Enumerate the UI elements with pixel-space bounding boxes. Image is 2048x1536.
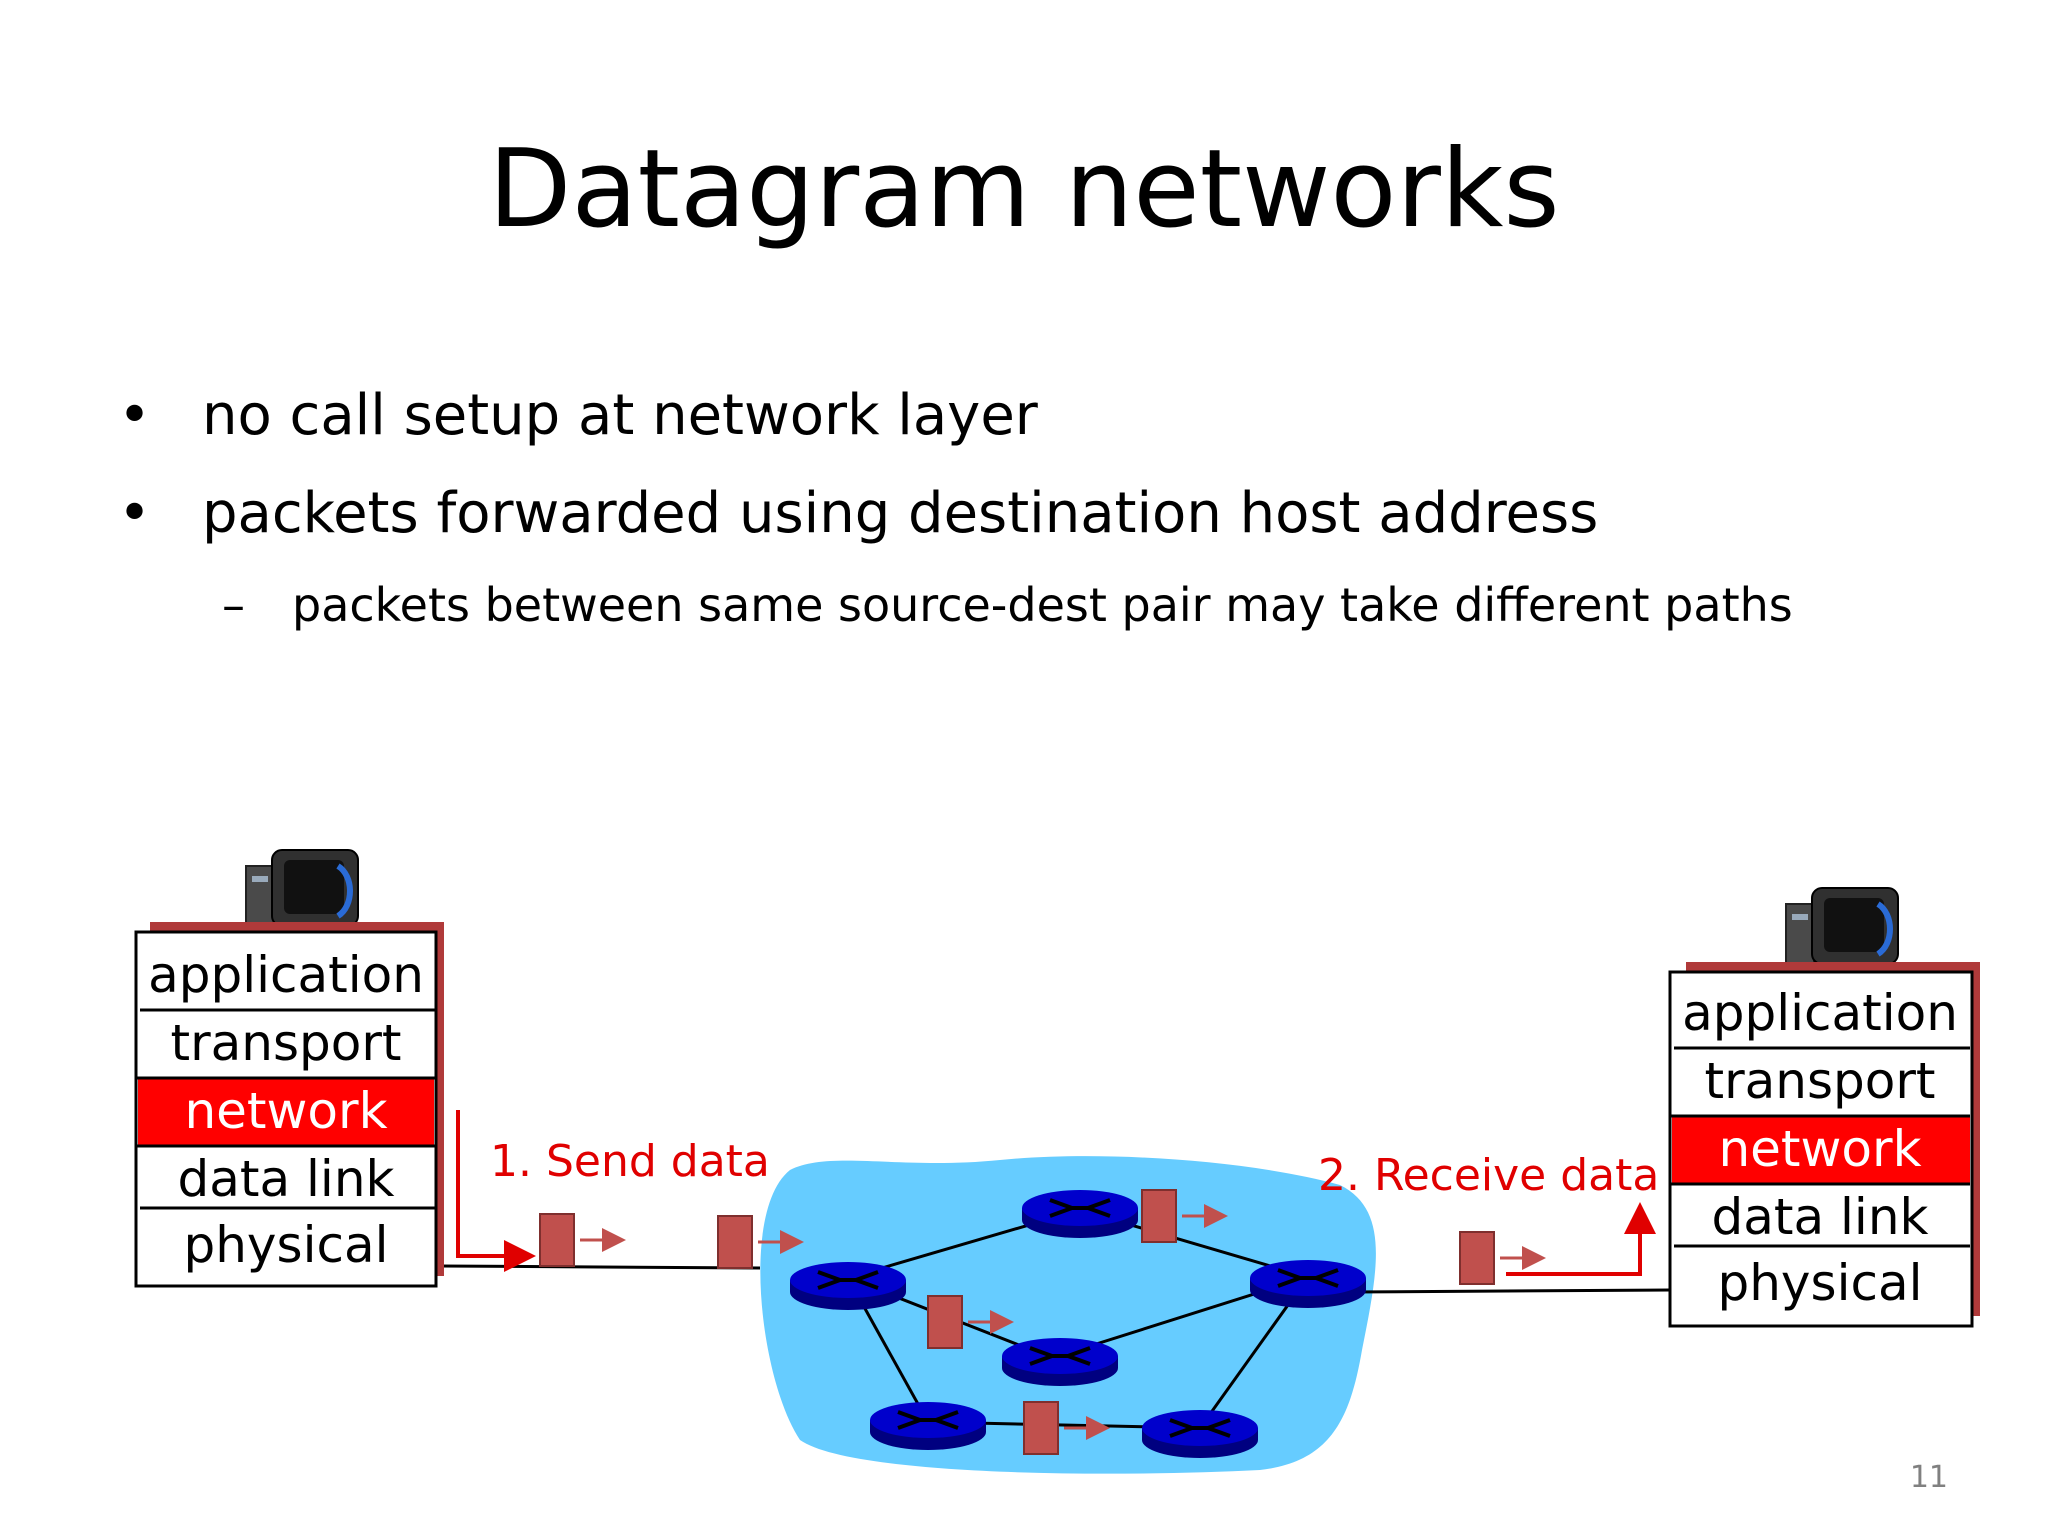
- packet: [539, 1210, 626, 1267]
- right-layer-data-link: data link: [1712, 1188, 1929, 1246]
- bullet-text: packets forwarded using destination host…: [202, 481, 1599, 546]
- bullet-mark: •: [118, 383, 152, 448]
- router: [1142, 1410, 1258, 1458]
- bullet-item: • no call setup at network layer: [118, 380, 1038, 452]
- packet: [1141, 1189, 1228, 1243]
- packet: [1459, 1231, 1546, 1285]
- left-layer-data-link: data link: [178, 1150, 395, 1208]
- right-layer-transport: transport: [1704, 1052, 1935, 1110]
- router: [1250, 1260, 1366, 1308]
- right-layer-physical: physical: [1718, 1254, 1923, 1312]
- right-layer-application: application: [1682, 984, 1958, 1042]
- network-layer-highlight: [138, 1078, 434, 1146]
- bullet-mark: •: [118, 481, 152, 546]
- router: [790, 1262, 906, 1310]
- left-layer-application: application: [148, 946, 424, 1004]
- router: [1002, 1338, 1118, 1386]
- receive-arrow: [1506, 1202, 1656, 1276]
- packet: [1023, 1401, 1110, 1455]
- router: [1022, 1190, 1138, 1238]
- left-layer-network: network: [184, 1082, 387, 1140]
- slide-title: Datagram networks: [488, 127, 1560, 252]
- send-arrow: [456, 1110, 536, 1272]
- page-number: 11: [1909, 1460, 1948, 1495]
- packet: [717, 1215, 804, 1269]
- sub-bullet-mark: –: [222, 578, 245, 632]
- packet: [927, 1295, 1014, 1349]
- right-protocol-stack: application transport network data link …: [1668, 962, 1980, 1328]
- send-data-label: 1. Send data: [490, 1136, 770, 1187]
- bullet-text: no call setup at network layer: [202, 383, 1038, 448]
- right-layer-network: network: [1718, 1120, 1921, 1178]
- bullet-item: • packets forwarded using destination hos…: [118, 478, 1598, 550]
- sub-bullet-item: –packets between same source-dest pair m…: [222, 575, 1793, 635]
- left-layer-transport: transport: [170, 1014, 401, 1072]
- network-layer-highlight: [1672, 1116, 1970, 1184]
- left-protocol-stack: application transport network data link …: [134, 922, 444, 1288]
- receive-data-label: 2. Receive data: [1318, 1150, 1659, 1201]
- left-layer-physical: physical: [184, 1216, 389, 1274]
- router: [870, 1402, 986, 1450]
- sub-bullet-text: packets between same source-dest pair ma…: [292, 578, 1793, 632]
